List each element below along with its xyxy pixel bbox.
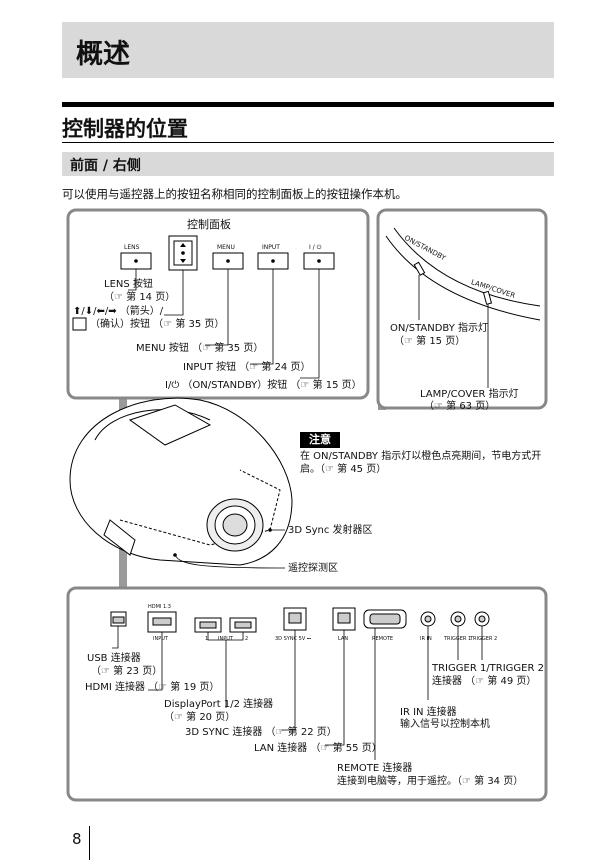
trigger-callout: TRIGGER 1/TRIGGER 2 [432,663,544,674]
lens-callout: LENS 按钮 [104,279,153,290]
remote-callout: REMOTE 连接器 [337,763,413,774]
page-number-rule [89,826,90,860]
chapter-header: 概述 [62,22,554,78]
remote-sensor-dot [173,553,177,557]
control-panel-leaders [128,269,320,379]
sync-callout: 3D SYNC 连接器 （☞ 第 22 页） [185,727,337,738]
sync-emitter-dot [268,528,272,532]
onstandby-callout: ON/STANDBY 指示灯 [390,323,489,334]
lan-port-label: LAN [338,636,349,642]
remote-port-label: REMOTE [372,636,394,642]
note-text: 在 ON/STANDBY 指示灯以橙色点亮期间，节电方式开启。（☞ 第 45 页… [300,451,542,475]
indicator-frame [376,208,548,410]
power-button [303,252,335,270]
subsection-header: 前面 / 右侧 [62,152,554,176]
lens-button [120,252,152,270]
remote-desc: 连接到电脑等，用于遥控。（☞ 第 34 页） [337,776,524,787]
onstandby-led [413,261,426,276]
projector-illustration [69,397,293,566]
arrow-pad [168,235,198,271]
indicator-arc-inner [393,227,541,307]
section-rule [62,102,554,107]
input-button [257,252,289,270]
usb-page: （☞ 第 23 页） [91,666,163,677]
irin-desc: 输入信号以控制本机 [400,719,490,730]
input-label: INPUT [262,244,280,251]
lens-page: （☞ 第 14 页） [104,292,176,303]
usb-callout: USB 连接器 [87,653,141,664]
dp-input-label: INPUT [218,636,233,642]
lampcover-page: （☞ 第 63 页） [424,401,496,412]
hdmi-callout: HDMI 连接器 （☞ 第 19 页） [85,682,220,693]
menu-callout: MENU 按钮 （☞ 第 35 页） [136,343,264,354]
control-panel-title: 控制面板 [187,218,231,231]
rear-connectors [110,607,490,633]
remote-sensor-callout: 遥控探测区 [288,563,338,574]
intro-text: 可以使用与遥控器上的按钮名称相同的控制面板上的按钮操作本机。 [62,187,407,201]
trigger1-port-label: TRIGGER 1 [444,636,472,642]
dp1-label: 1 [205,636,209,642]
arrow-callout: ⬆/⬇/⬅/➡ （箭头）/ [73,306,164,317]
page-number: 8 [72,830,82,848]
note-badge: 注意 [300,432,340,448]
power-callout: I/⏻ （ON/STANDBY）按钮 （☞ 第 15 页） [165,380,362,391]
dp-page: （☞ 第 20 页） [164,712,236,723]
chapter-title: 概述 [76,39,130,70]
lampcover-callout: LAMP/COVER 指示灯 [420,389,519,400]
menu-button [212,252,244,270]
onstandby-page: （☞ 第 15 页） [394,336,466,347]
menu-label: MENU [217,244,235,251]
indicator-arc-outer [385,235,541,321]
connector-frame [66,586,548,802]
sync-emitter-callout: 3D Sync 发射器区 [288,525,373,536]
irin-port-label: IR IN [420,636,432,642]
enter-callout: （确认）按钮 （☞ 第 35 页） [90,319,225,330]
enter-key-icon [72,317,87,331]
irin-callout: IR IN 连接器 [400,707,457,718]
section-title: 控制器的位置 [62,117,188,141]
power-label: I / ⏻ [309,244,322,251]
sync-port-label: 3D SYNC 5V ⎓ [275,636,311,642]
trigger2-port-label: TRIGGER 2 [470,636,498,642]
dp-callout: DisplayPort 1/2 连接器 [164,699,274,710]
hdmi-input-label: INPUT [153,636,168,642]
rear-leaders [112,626,483,760]
indicator-leaders [418,275,489,388]
projector-leaders [174,529,286,569]
dp2-label: 2 [245,636,249,642]
lan-callout: LAN 连接器 （☞ 第 55 页） [254,743,382,754]
input-callout: INPUT 按钮 （☞ 第 24 页） [183,362,311,373]
subsection-title: 前面 / 右侧 [70,158,141,174]
hdmi-port-label: HDMI 1.3 [148,604,171,610]
section-underline [62,142,554,143]
lampcover-led [482,290,493,305]
trigger-page: 连接器 （☞ 第 49 页） [432,676,537,687]
lens-label: LENS [124,244,140,251]
